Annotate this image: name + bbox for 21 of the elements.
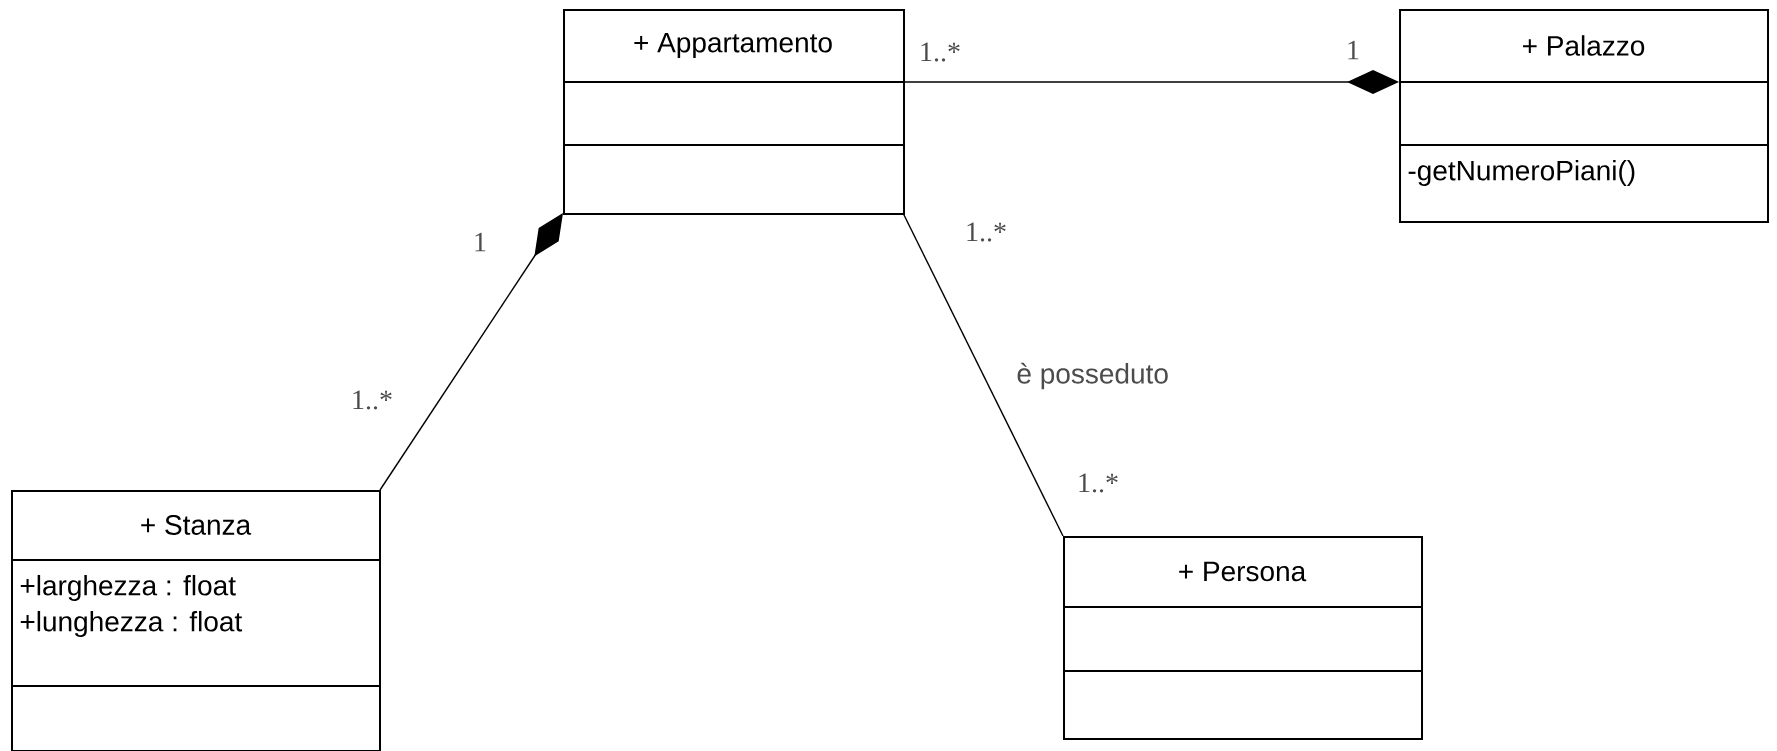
multiplicity-label: 1..* <box>967 222 1006 242</box>
edge-label: è posseduto <box>1014 360 1171 392</box>
operation: -getNumeroPiani() <box>1408 159 1635 187</box>
multiplicity-label: 1 <box>1348 40 1359 60</box>
class-name: + Stanza <box>141 515 252 535</box>
class-box <box>1398 9 1769 223</box>
multiplicity-label: 1..* <box>353 390 392 410</box>
composition-line <box>902 70 1399 94</box>
class-name: + Palazzo <box>1523 35 1645 56</box>
multiplicity-label: 1..* <box>921 42 960 62</box>
class-name: + Persona <box>1179 561 1307 582</box>
attribute: +lunghezza : float <box>20 610 243 638</box>
multiplicity-label: 1..* <box>1079 473 1118 493</box>
attribute: +larghezza : float <box>20 574 236 602</box>
association-line <box>902 212 1064 537</box>
composition-line <box>379 213 563 491</box>
class-box <box>1062 536 1423 740</box>
class-name: + Appartamento <box>634 32 832 59</box>
class-box <box>562 9 905 215</box>
class-box <box>10 490 381 751</box>
multiplicity-label: 1 <box>475 232 486 252</box>
